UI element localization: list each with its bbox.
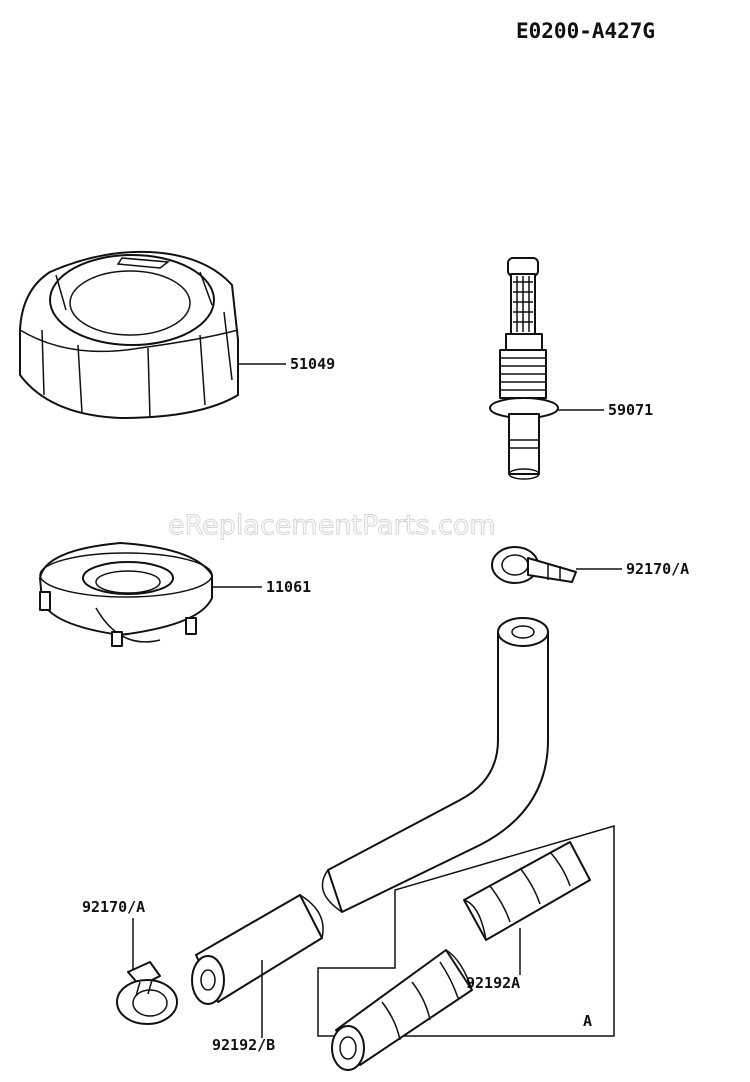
callout-92192a[interactable]: 92192A [466, 974, 520, 992]
callout-92170-a-top[interactable]: 92170/A [626, 560, 689, 578]
watermark: eReplacementParts.com [168, 510, 496, 541]
box-a-letter: A [583, 1012, 592, 1030]
callout-59071[interactable]: 59071 [608, 401, 653, 419]
fuel-filter-part[interactable] [489, 257, 559, 480]
hose-clamp-left-part[interactable] [116, 961, 178, 1025]
detail-box-a [317, 824, 615, 1037]
tank-gasket-part[interactable] [39, 542, 213, 647]
fuel-hose-short-part[interactable] [331, 841, 591, 1071]
diagram-code: E0200-A427G [516, 19, 655, 43]
callout-51049[interactable]: 51049 [290, 355, 335, 373]
callout-92170-a-left[interactable]: 92170/A [82, 898, 145, 916]
fuel-cap-part[interactable] [19, 250, 239, 419]
fuel-hose-long-part[interactable] [191, 617, 549, 1005]
callout-11061[interactable]: 11061 [266, 578, 311, 596]
hose-clamp-top-part[interactable] [491, 546, 577, 584]
callout-92192-b[interactable]: 92192/B [212, 1036, 275, 1054]
